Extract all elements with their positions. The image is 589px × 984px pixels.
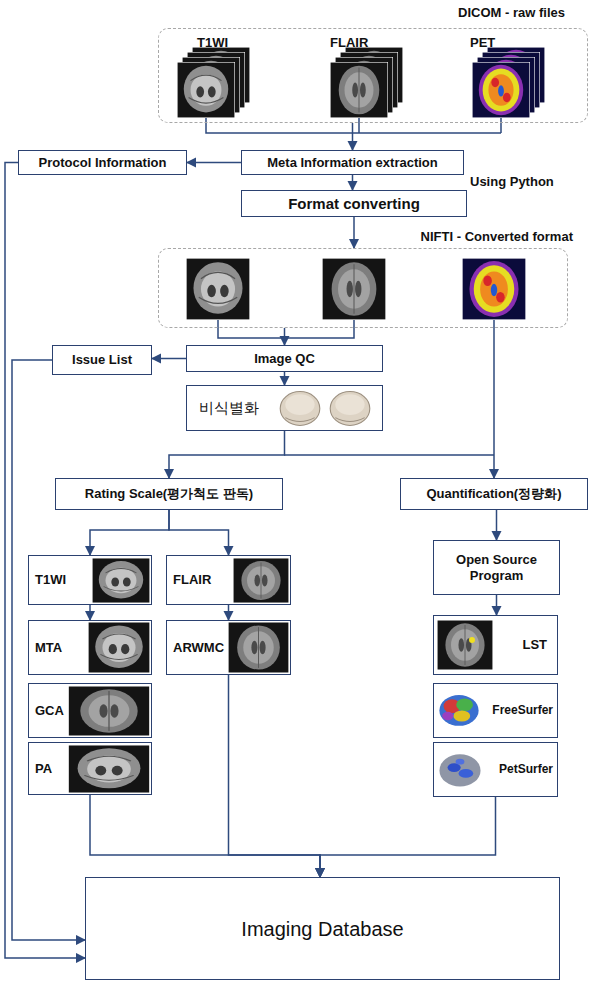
merge-lines xyxy=(206,118,501,133)
group-heading: DICOM - raw files xyxy=(458,5,565,21)
flow-arrow xyxy=(353,217,355,248)
flow-arrow xyxy=(493,328,495,478)
node-text: PetSurfer xyxy=(499,762,553,776)
node-text: GCA xyxy=(35,703,64,719)
group-heading: NIFTI - Converted format xyxy=(421,229,573,245)
flow-arrow xyxy=(352,175,354,190)
flow-arrow xyxy=(229,675,321,877)
node-text: PA xyxy=(35,761,52,777)
output-box: Issue List xyxy=(52,345,152,375)
node-text: Rating Scale(평가척도 판독) xyxy=(85,486,253,502)
process-box: Open Source Program xyxy=(433,540,560,595)
rating-box: PA xyxy=(28,742,152,795)
process-box: Image QC xyxy=(186,345,383,372)
node-text: ARWMC xyxy=(173,640,224,656)
flow-arrow xyxy=(284,328,286,345)
process-box: Format converting xyxy=(241,190,467,217)
tool-box: LST xyxy=(433,615,558,675)
node-text: Open Source Program xyxy=(434,552,559,583)
group-frame: NIFTI - Converted format xyxy=(158,248,568,328)
tool-box: PetSurfer xyxy=(433,742,558,797)
node-text: Quantification(정량화) xyxy=(426,486,561,502)
flow-arrow xyxy=(352,123,354,150)
node-text: FreeSurfer xyxy=(492,703,553,717)
flow-arrow xyxy=(89,605,91,620)
flow-arrow xyxy=(5,163,85,959)
node-text: Issue List xyxy=(72,352,132,368)
deidentified-skulls xyxy=(280,392,370,426)
node-text: Image QC xyxy=(254,351,315,367)
nifti-images xyxy=(186,258,526,320)
process-box: Protocol Information xyxy=(18,150,187,175)
process-box: Quantification(정량화) xyxy=(400,478,588,510)
flow-arrow xyxy=(187,162,241,164)
node-text: Format converting xyxy=(288,195,420,213)
node-text: LST xyxy=(522,637,547,653)
rating-box: ARWMC xyxy=(166,620,291,675)
flow-arrow xyxy=(496,510,498,540)
flow-arrow xyxy=(284,372,286,385)
node-text: Protocol Information xyxy=(39,155,167,171)
image-label: FLAIR xyxy=(330,35,368,50)
image-box: T1WI xyxy=(28,555,152,605)
node-text: FLAIR xyxy=(173,572,211,588)
dicom-image-stacks xyxy=(177,47,545,118)
merge-lines xyxy=(218,320,494,455)
rating-box: GCA xyxy=(28,683,152,738)
tool-box: FreeSurfer xyxy=(433,683,558,738)
flow-arrow xyxy=(169,431,285,478)
flow-arrow xyxy=(152,358,186,360)
note-label: Using Python xyxy=(470,174,554,189)
database-box: Imaging Database xyxy=(85,877,560,980)
image-label: T1WI xyxy=(197,35,228,50)
rating-images xyxy=(68,558,289,793)
tool-logos xyxy=(437,620,493,787)
node-text: Meta Information extraction xyxy=(267,155,437,171)
flow-arrow xyxy=(228,605,230,620)
node-text: 비식별화 xyxy=(199,399,259,417)
image-box: FLAIR xyxy=(166,555,291,605)
flow-arrow xyxy=(169,510,229,555)
node-text: MTA xyxy=(35,640,62,656)
flow-arrow xyxy=(496,595,498,615)
flow-arrow xyxy=(12,360,85,940)
flow-arrow xyxy=(90,510,169,555)
node-text: Imaging Database xyxy=(241,917,403,941)
process-box: 비식별화 xyxy=(186,385,383,431)
rating-box: MTA xyxy=(28,620,152,675)
flow-arrow xyxy=(90,795,320,877)
node-text: T1WI xyxy=(35,572,66,588)
image-label: PET xyxy=(470,35,495,50)
process-box: Meta Information extraction xyxy=(241,150,464,175)
flow-arrow xyxy=(320,797,496,877)
process-box: Rating Scale(평가척도 판독) xyxy=(55,478,283,510)
